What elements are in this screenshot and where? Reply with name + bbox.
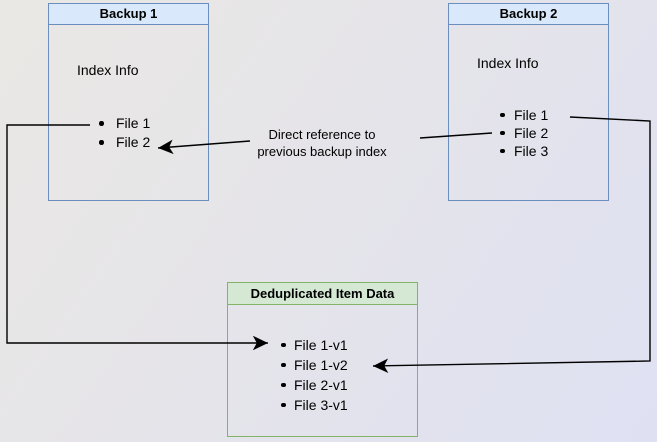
backup2-file-item: File 2 xyxy=(449,124,608,142)
dedup-file-item: File 1-v1 xyxy=(228,335,417,355)
backup1-header: Backup 1 xyxy=(47,2,210,25)
dedup-file-item: File 3-v1 xyxy=(228,395,417,415)
backup1-file-item: File 2 xyxy=(49,133,208,152)
backup1-title: Backup 1 xyxy=(99,6,158,22)
backup2-file-item: File 3 xyxy=(449,142,608,160)
backup2-header: Backup 2 xyxy=(447,2,610,25)
dedup-file-item: File 2-v1 xyxy=(228,375,417,395)
backup1-index-info-label: Index Info xyxy=(77,62,139,78)
backup1-box: Backup 1 Index Info File 1 File 2 xyxy=(47,2,210,201)
edge-label-line1: Direct reference to xyxy=(268,127,376,142)
edge-label-line2: previous backup index xyxy=(257,144,387,159)
dedup-box: Deduplicated Item Data File 1-v1 File 1-… xyxy=(226,281,419,437)
dedup-header: Deduplicated Item Data xyxy=(226,281,419,305)
backup1-file-list: File 1 File 2 xyxy=(49,114,208,152)
edge-label-direct-reference: Direct reference to previous backup inde… xyxy=(222,126,422,160)
dedup-file-item: File 1-v2 xyxy=(228,355,417,375)
backup2-box: Backup 2 Index Info File 1 File 2 File 3 xyxy=(447,2,610,201)
backup2-file-item: File 1 xyxy=(449,106,608,124)
dedup-title: Deduplicated Item Data xyxy=(250,285,395,301)
backup2-title: Backup 2 xyxy=(499,6,558,22)
backup2-file-list: File 1 File 2 File 3 xyxy=(449,106,608,160)
dedup-file-list: File 1-v1 File 1-v2 File 2-v1 File 3-v1 xyxy=(228,335,417,415)
backup1-file-item: File 1 xyxy=(49,114,208,133)
backup2-index-info-label: Index Info xyxy=(477,55,539,71)
